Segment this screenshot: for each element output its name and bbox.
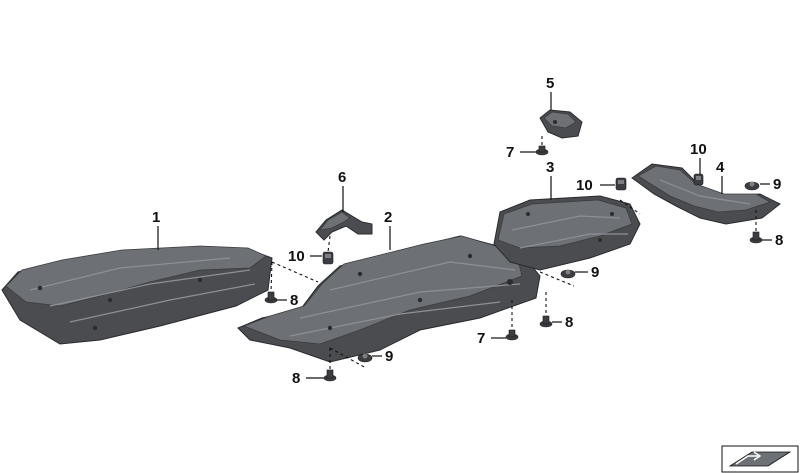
part-6-strut bbox=[315, 209, 373, 241]
callout-7-bottom: 7 bbox=[477, 330, 485, 347]
callout-8-b: 8 bbox=[565, 314, 573, 331]
part-2-center-underbody-panel bbox=[237, 235, 541, 363]
corner-arrow-icon bbox=[721, 445, 799, 473]
callout-5: 5 bbox=[546, 75, 554, 92]
callout-1: 1 bbox=[152, 209, 160, 226]
callout-10-middle: 10 bbox=[576, 177, 593, 194]
fastener-10-middle bbox=[615, 177, 627, 191]
callout-2: 2 bbox=[384, 209, 392, 226]
callout-9-a: 9 bbox=[591, 264, 599, 281]
callout-10-left: 10 bbox=[288, 248, 305, 265]
fastener-9-b bbox=[357, 353, 373, 363]
fastener-10-right bbox=[693, 173, 704, 186]
callout-8-a: 8 bbox=[290, 292, 298, 309]
callout-10-right: 10 bbox=[690, 141, 707, 158]
fastener-10-left bbox=[322, 251, 334, 265]
fastener-7-top bbox=[535, 145, 549, 156]
part-3-rear-panel bbox=[493, 195, 641, 271]
callout-9-c: 9 bbox=[773, 176, 781, 193]
fastener-8-a bbox=[264, 291, 278, 304]
fastener-7-bottom bbox=[505, 329, 519, 341]
fastener-8-d bbox=[749, 231, 763, 244]
callout-8-d: 8 bbox=[775, 232, 783, 249]
part-4-air-duct bbox=[631, 163, 781, 225]
callout-8-c: 8 bbox=[292, 370, 300, 387]
fastener-9-c bbox=[744, 181, 760, 191]
fastener-9-a bbox=[560, 269, 576, 279]
callout-3: 3 bbox=[546, 159, 554, 176]
part-1-left-underbody-panel bbox=[1, 245, 273, 345]
fastener-8-c bbox=[323, 369, 337, 382]
callout-9-b: 9 bbox=[385, 348, 393, 365]
callout-6: 6 bbox=[338, 169, 346, 186]
callout-4: 4 bbox=[716, 159, 725, 176]
fastener-8-b bbox=[539, 315, 553, 328]
part-5-bracket bbox=[539, 109, 583, 139]
callout-7-top: 7 bbox=[506, 144, 514, 161]
